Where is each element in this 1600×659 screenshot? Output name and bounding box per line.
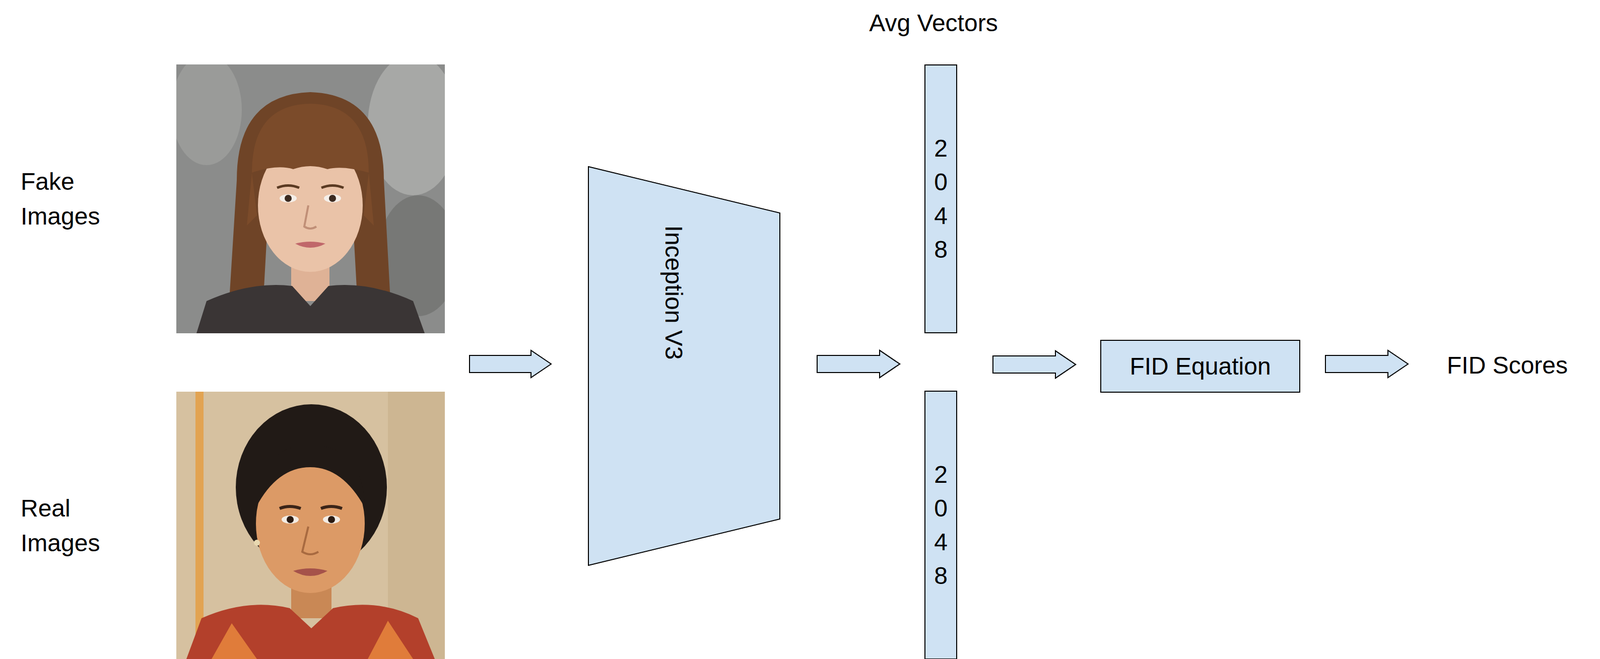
block-arrow bbox=[817, 350, 900, 378]
text-label: FID Scores bbox=[1446, 351, 1568, 380]
block-arrow bbox=[992, 351, 1076, 379]
iris bbox=[284, 194, 292, 203]
nose bbox=[304, 205, 317, 229]
brow bbox=[321, 185, 344, 189]
clothing bbox=[196, 285, 425, 334]
clothing bbox=[186, 605, 435, 659]
fake-face-photo bbox=[176, 64, 445, 334]
trapezoid-shape bbox=[588, 166, 780, 566]
block-arrow bbox=[1325, 350, 1409, 378]
hair-back bbox=[229, 92, 391, 307]
brow bbox=[279, 506, 301, 509]
text-label: Avg Vectors bbox=[869, 9, 998, 37]
hair-side bbox=[246, 172, 374, 226]
bangs bbox=[251, 103, 369, 173]
network-trapezoid: Inception V3 bbox=[587, 166, 781, 567]
node-label: Inception V3 bbox=[658, 225, 689, 361]
rock-patch bbox=[176, 64, 242, 166]
eye bbox=[281, 515, 299, 524]
photo-background bbox=[176, 391, 445, 659]
block-arrow bbox=[469, 350, 552, 378]
brow bbox=[320, 506, 343, 509]
iris bbox=[328, 194, 337, 203]
eye bbox=[323, 194, 342, 203]
process-box: FID Equation bbox=[1100, 340, 1301, 393]
real-face-photo bbox=[176, 391, 445, 659]
lips bbox=[293, 568, 328, 577]
node-label: FID Equation bbox=[1129, 352, 1271, 382]
earring bbox=[253, 540, 260, 547]
brow bbox=[277, 185, 300, 189]
eye bbox=[279, 194, 297, 203]
vector-size: 2048 bbox=[928, 131, 954, 267]
block-arrow bbox=[817, 350, 900, 378]
lips bbox=[295, 241, 326, 248]
iris bbox=[327, 516, 336, 524]
text-label: Fake Images bbox=[20, 164, 132, 234]
text-label: Real Images bbox=[20, 491, 132, 561]
vector-size: 2048 bbox=[928, 457, 954, 593]
eye bbox=[322, 515, 341, 524]
clothing-pattern bbox=[211, 621, 414, 659]
vector-bar: 2048 bbox=[924, 64, 958, 334]
vector-bar: 2048 bbox=[924, 390, 958, 659]
hair-front bbox=[255, 444, 365, 508]
iris bbox=[286, 516, 294, 524]
nose bbox=[302, 526, 319, 555]
block-arrow bbox=[992, 351, 1076, 379]
